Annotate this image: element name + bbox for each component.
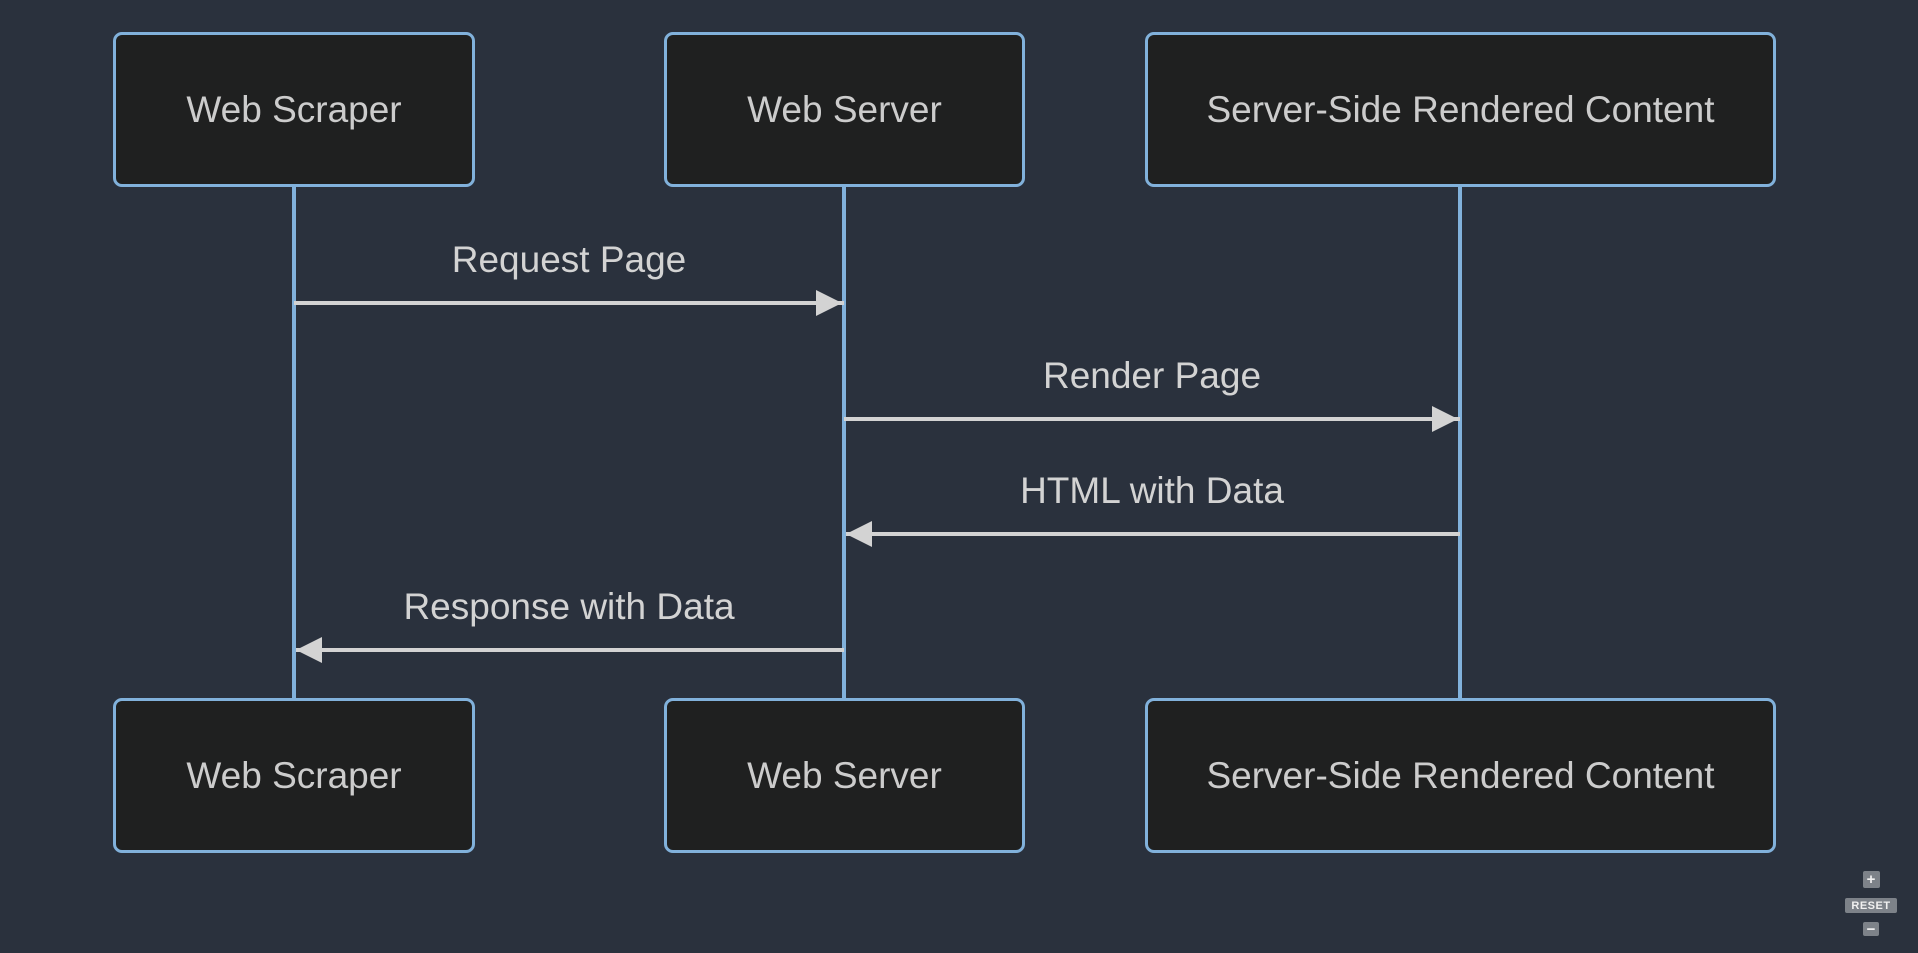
message-label-render-page: Render Page [1042, 355, 1262, 396]
actor-bottom-ssr-content: Server-Side Rendered Content [1145, 698, 1776, 853]
lifeline-web-scraper [292, 187, 296, 698]
zoom-reset-button[interactable]: RESET [1845, 898, 1897, 913]
lifeline-ssr-content [1458, 187, 1462, 698]
actor-label: Server-Side Rendered Content [1206, 88, 1715, 130]
message-label-html-with-data: HTML with Data [1020, 470, 1284, 511]
actor-top-ssr-content: Server-Side Rendered Content [1145, 32, 1776, 187]
actor-label: Web Scraper [186, 754, 402, 796]
zoom-in-button[interactable]: + [1862, 871, 1880, 888]
message-line [844, 417, 1460, 421]
pan-zoom-controls: + RESET − [1845, 871, 1897, 937]
actor-label: Web Scraper [186, 88, 402, 130]
zoom-out-button[interactable]: − [1863, 922, 1879, 937]
message-label-response-with-data: Response with Data [403, 586, 735, 627]
message-label-request-page: Request Page [451, 239, 687, 280]
actor-bottom-web-scraper: Web Scraper [113, 698, 475, 853]
actor-label: Web Server [747, 754, 942, 796]
arrowhead-right-icon [1432, 406, 1458, 432]
actor-label: Server-Side Rendered Content [1206, 754, 1715, 796]
lifeline-web-server [842, 187, 846, 698]
message-line [296, 648, 844, 652]
message-line [846, 532, 1460, 536]
actor-top-web-server: Web Server [664, 32, 1025, 187]
message-line [294, 301, 844, 305]
arrowhead-right-icon [816, 290, 842, 316]
arrowhead-left-icon [846, 521, 872, 547]
actor-top-web-scraper: Web Scraper [113, 32, 475, 187]
actor-bottom-web-server: Web Server [664, 698, 1025, 853]
arrowhead-left-icon [296, 637, 322, 663]
actor-label: Web Server [747, 88, 942, 130]
